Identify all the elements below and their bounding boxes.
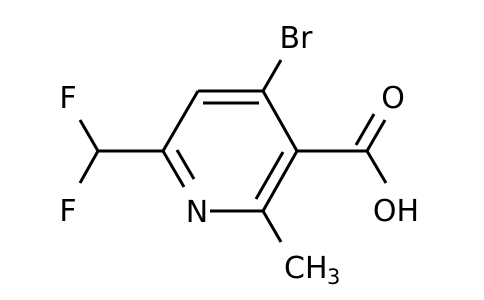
oxygen-label: O: [381, 81, 405, 116]
hydroxyl-label: OH: [373, 194, 419, 229]
fluorine-bottom-label: F: [59, 194, 76, 229]
bond-carbonyl-inner: [354, 113, 376, 146]
bond-c2-c3: [261, 150, 299, 212]
bond-c2-methyl: [261, 210, 283, 243]
bond-c-f-top: [78, 119, 100, 152]
substituent-bonds: [78, 59, 388, 243]
bond-c2-c3-inner: [254, 151, 285, 200]
bromine-label: Br: [280, 21, 314, 56]
bond-c-f-bottom: [78, 150, 100, 184]
bond-carbonyl: [365, 119, 387, 152]
methyl-label: CH: [284, 251, 328, 286]
bond-carboxyl-oh: [365, 150, 388, 184]
bond-c3-c4: [261, 90, 299, 152]
pyridine-ring: [161, 89, 299, 213]
atom-labels: Br O OH N F F CH 3: [59, 21, 419, 289]
bond-c6-n1-inner: [175, 149, 196, 180]
bond-c6-n1: [161, 150, 186, 188]
bond-c4-br: [261, 59, 283, 92]
methyl-subscript: 3: [327, 265, 340, 289]
nitrogen-label: N: [186, 195, 208, 230]
fluorine-top-label: F: [59, 81, 76, 116]
bond-c5-c6: [161, 90, 200, 152]
